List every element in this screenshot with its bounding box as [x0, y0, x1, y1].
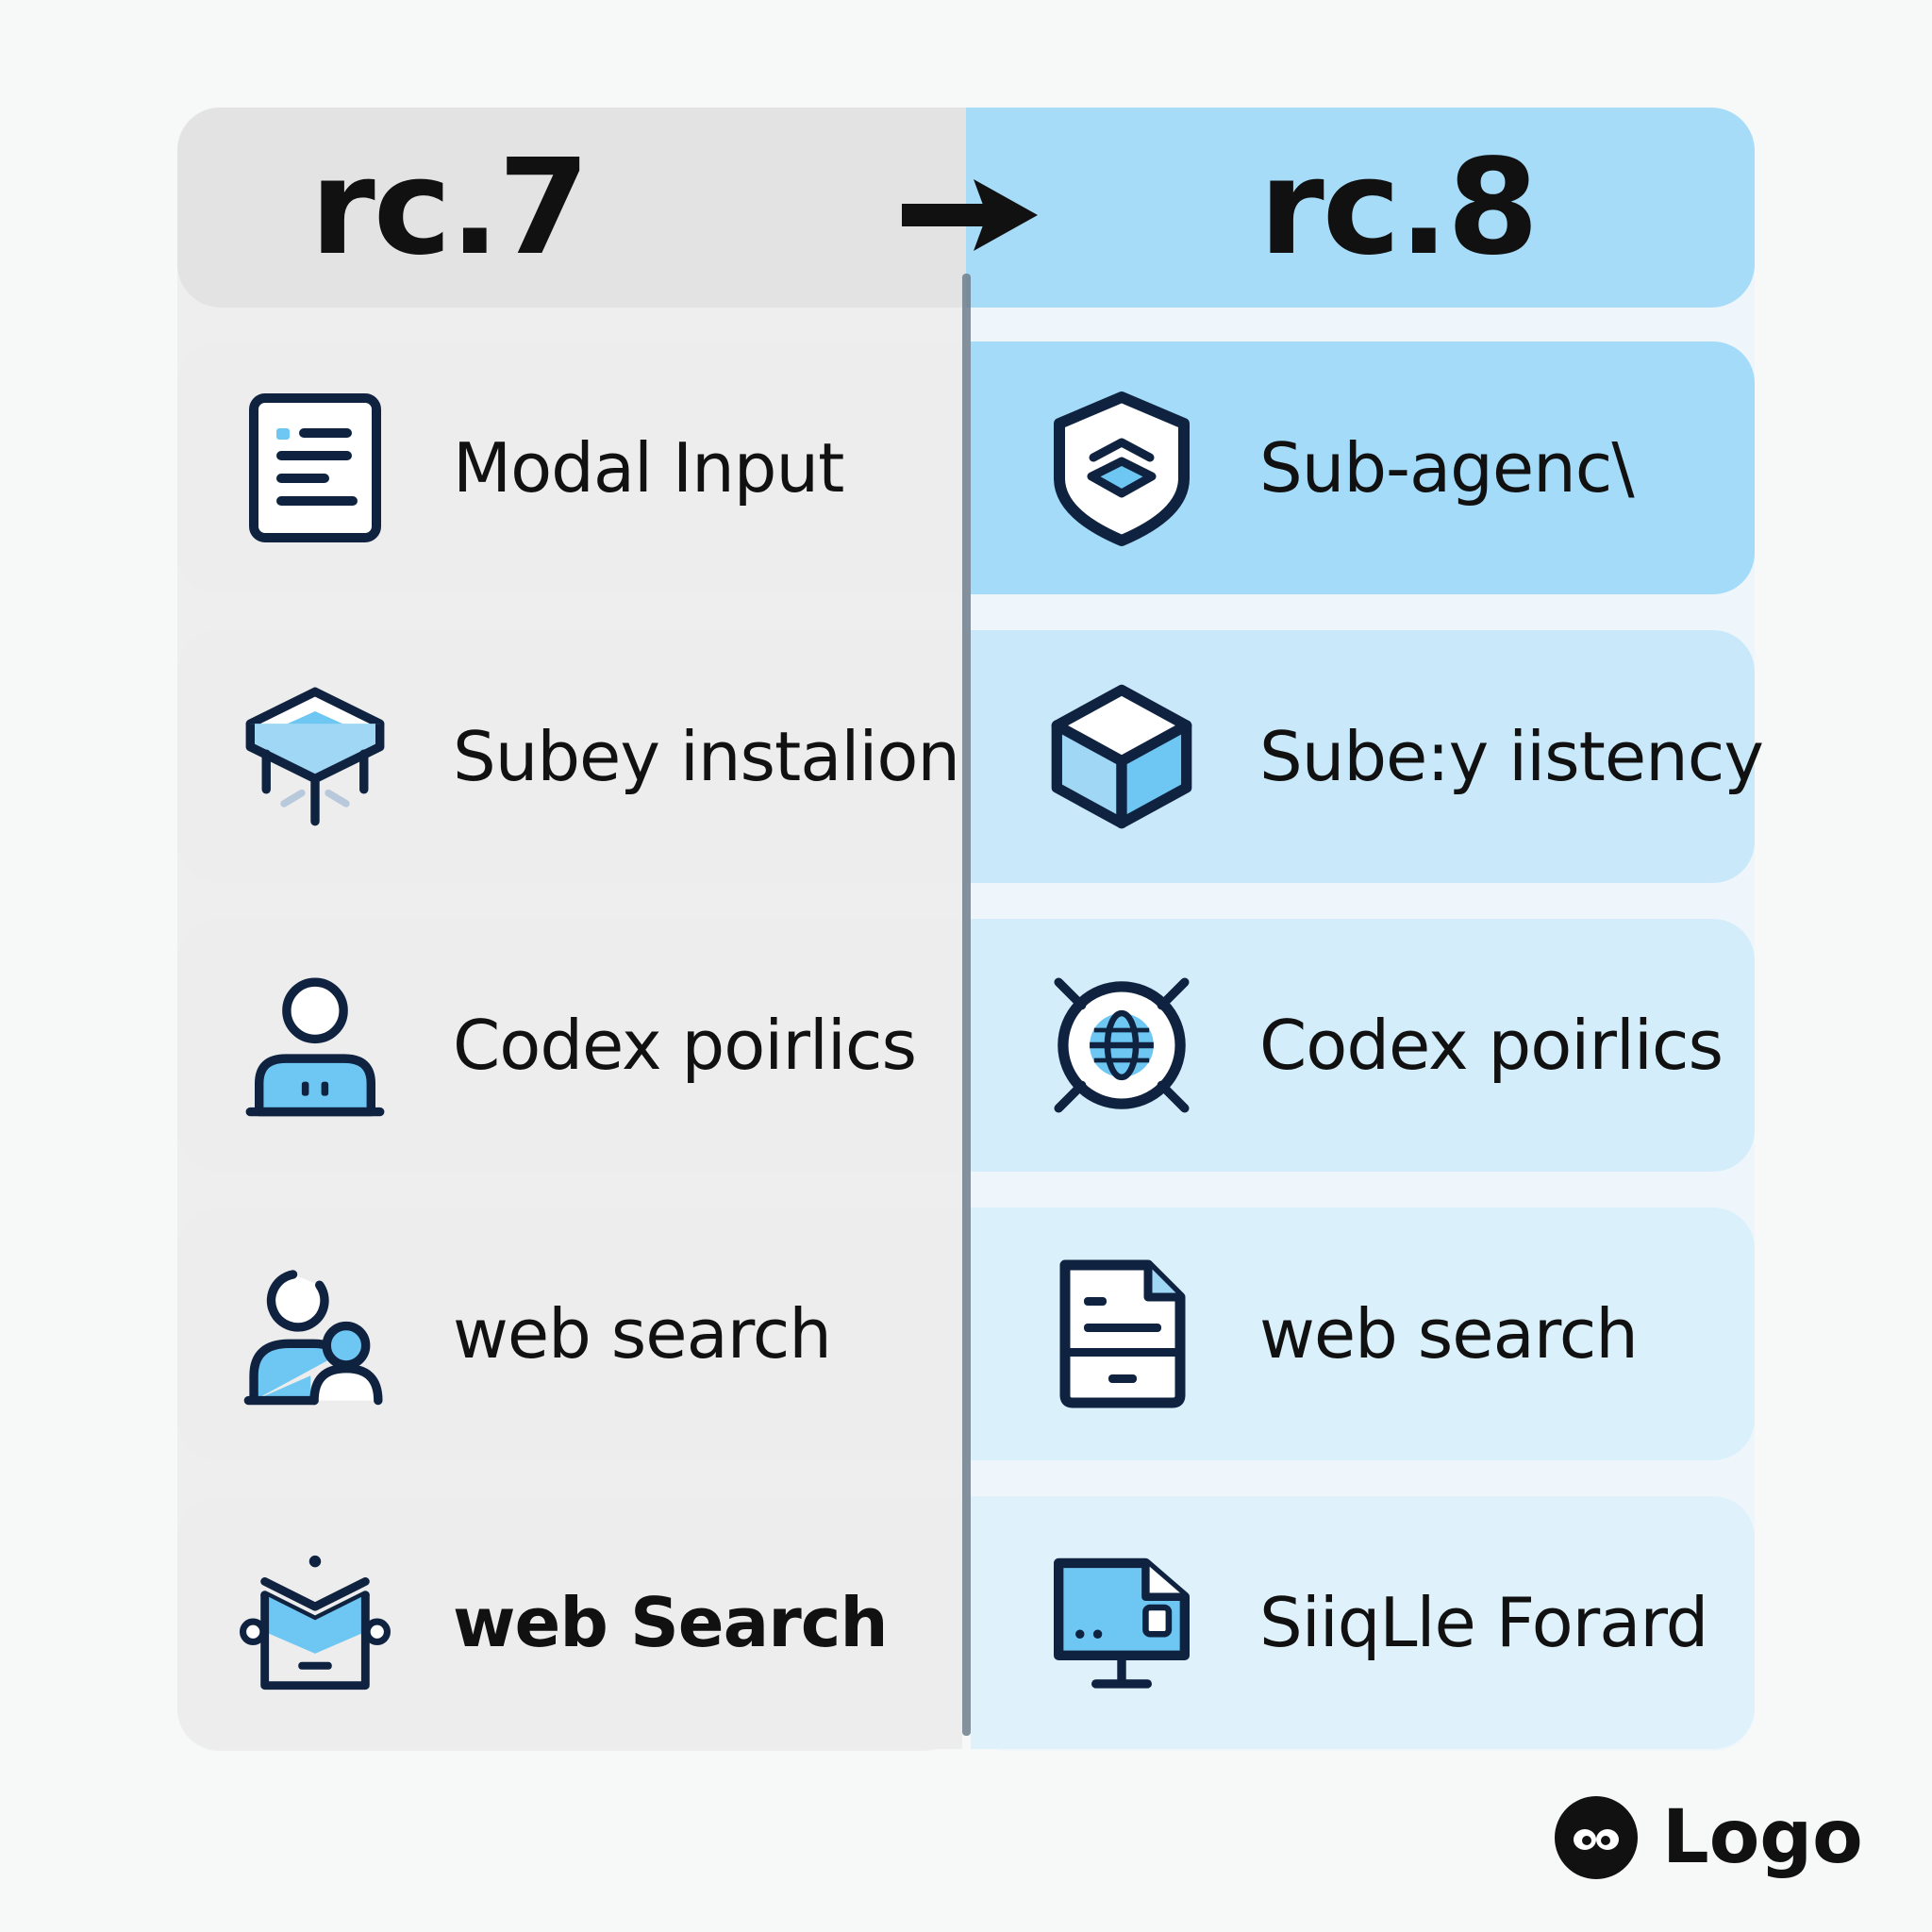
- stacked-box-icon: [240, 681, 391, 832]
- document-list-icon: [240, 392, 391, 543]
- right-row-1: Sub-agenc\: [971, 341, 1755, 594]
- right-row-1-label: Sub-agenc\: [1259, 428, 1635, 508]
- left-row-5-label: web Search: [453, 1583, 889, 1662]
- logo-text: Logo: [1662, 1795, 1863, 1880]
- logo-mark-icon: [1555, 1796, 1638, 1879]
- left-row-2: Subey instalion: [177, 630, 962, 883]
- left-row-3-label: Codex poirlics: [453, 1006, 917, 1085]
- center-divider: [962, 274, 971, 1736]
- shield-layers-icon: [1046, 391, 1197, 546]
- right-row-2: Sube:y iistency: [971, 630, 1764, 883]
- left-row-3: Codex poirlics: [177, 919, 962, 1172]
- robot-mail-icon: [240, 1547, 391, 1698]
- left-row-2-label: Subey instalion: [453, 717, 960, 796]
- header-rc7: rc.7: [177, 108, 966, 308]
- right-row-5-label: SiiqLle Forard: [1259, 1583, 1708, 1662]
- header-rc7-title: rc.7: [309, 130, 591, 285]
- right-row-4-label: web search: [1259, 1294, 1639, 1374]
- right-row-2-label: Sube:y iistency: [1259, 717, 1764, 796]
- right-row-5: SiiqLle Forard: [971, 1496, 1755, 1749]
- user-robot-icon: [240, 970, 391, 1121]
- monitor-icon: [1046, 1547, 1197, 1698]
- left-row-1: Modal Input: [177, 341, 962, 594]
- right-row-4: web search: [971, 1208, 1755, 1460]
- globe-target-icon: [1046, 970, 1197, 1121]
- left-row-4: web search: [177, 1208, 962, 1460]
- left-row-5: web Search: [177, 1496, 962, 1749]
- right-row-3-label: Codex poirlics: [1259, 1006, 1724, 1085]
- right-row-3: Codex poirlics: [971, 919, 1755, 1172]
- left-row-4-label: web search: [453, 1294, 832, 1374]
- header-rc8: rc.8: [966, 108, 1755, 308]
- arrow-right-icon: [902, 179, 1038, 251]
- header-rc8-title: rc.8: [1258, 130, 1540, 285]
- cube-icon: [1046, 681, 1197, 832]
- logo: Logo: [1553, 1794, 1863, 1881]
- users-icon: [240, 1258, 391, 1409]
- file-icon: [1046, 1258, 1197, 1409]
- left-row-1-label: Modal Input: [453, 428, 844, 508]
